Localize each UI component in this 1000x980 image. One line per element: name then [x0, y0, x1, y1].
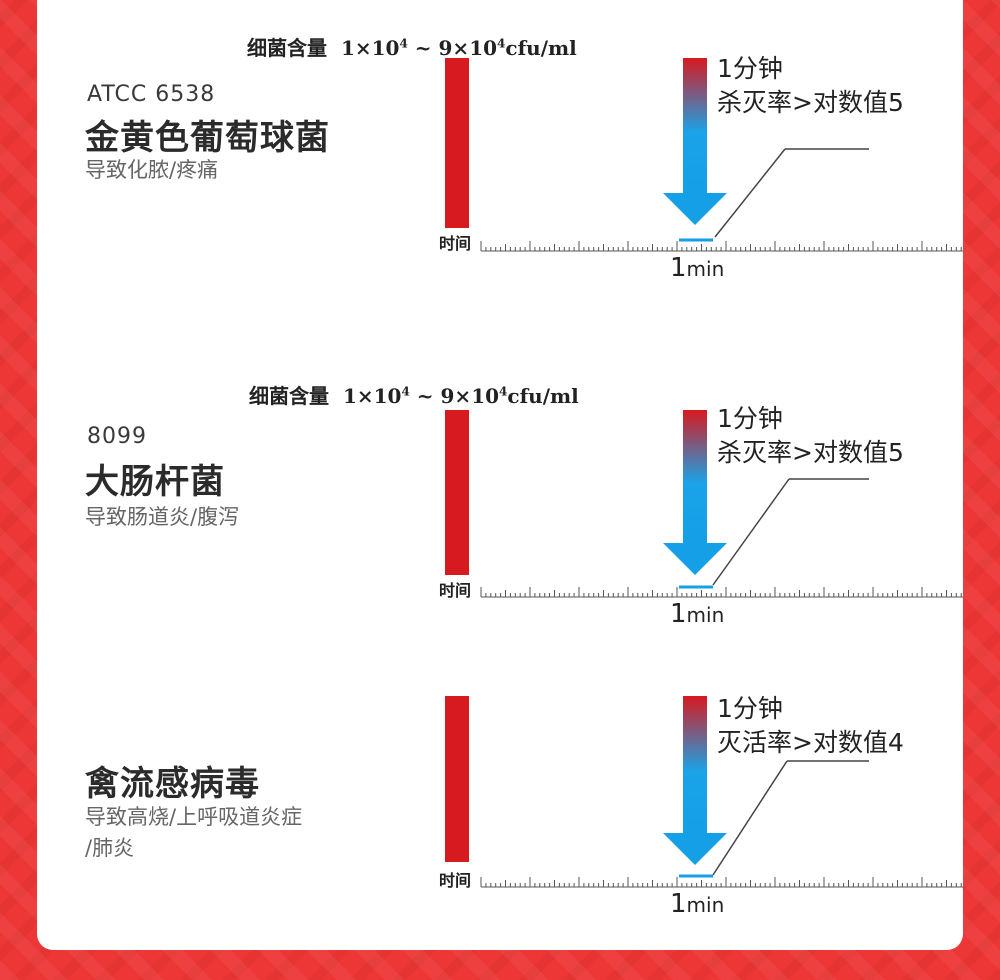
- bacteria-concentration: 细菌含量 1×104 ~ 9×104cfu/ml: [249, 380, 579, 409]
- time-axis-label: 时间: [439, 234, 472, 253]
- time-kill-svg: [445, 58, 963, 252]
- pathogen-name: 禽流感病毒: [85, 764, 260, 804]
- pathogen-effect: 导致高烧/上呼吸道炎症 /肺炎: [85, 805, 303, 860]
- kill-rate-callout: 1分钟 杀灭率>对数值5: [717, 52, 904, 120]
- pathogen-effect: 导致肠道炎/腹泻: [85, 505, 240, 529]
- time-kill-svg: [445, 696, 963, 888]
- concentration-start-exp: 4: [401, 384, 410, 399]
- one-minute-unit: min: [686, 257, 725, 281]
- time-kill-diagram: 时间 1min: [397, 55, 963, 283]
- time-axis: [480, 877, 963, 888]
- concentration-sep: ~: [416, 384, 434, 408]
- arrow-shaft: [683, 58, 707, 193]
- bacteria-concentration: 细菌含量 1×104 ~ 9×104cfu/ml: [247, 32, 577, 61]
- concentration-start-exp: 4: [399, 36, 408, 51]
- section-ecoli: 细菌含量 1×104 ~ 9×104cfu/ml 8099 大肠杆菌 导致肠道炎…: [37, 350, 963, 650]
- time-kill-diagram: 时间 1min: [397, 407, 963, 629]
- callout-leader-line: [712, 478, 790, 586]
- section-avian-flu: 禽流感病毒 导致高烧/上呼吸道炎症 /肺炎 1分钟 灭活率>对数值4: [37, 640, 963, 940]
- arrow-shaft: [683, 696, 707, 833]
- one-minute-label: 1min: [670, 889, 724, 919]
- one-minute-unit: min: [686, 603, 725, 627]
- callout-rate: 杀灭率>对数值5: [717, 88, 904, 117]
- strain-code: ATCC 6538: [87, 82, 216, 107]
- section-staphylococcus: 细菌含量 1×104 ~ 9×104cfu/ml ATCC 6538 金黄色葡萄…: [37, 0, 963, 300]
- concentration-end-exp: 4: [497, 36, 506, 51]
- time-axis-ticks: [480, 241, 962, 251]
- callout-leader-line: [712, 760, 788, 876]
- strain-code: 8099: [87, 424, 147, 449]
- concentration-end-exp: 4: [499, 384, 508, 399]
- callout-time: 1分钟: [717, 694, 783, 723]
- time-axis-label: 时间: [439, 581, 472, 600]
- kill-rate-callout: 1分钟 灭活率>对数值4: [717, 692, 904, 760]
- one-minute-number: 1: [670, 599, 687, 629]
- pathogen-name: 金黄色葡萄球菌: [85, 118, 330, 158]
- concentration-label: 细菌含量: [249, 384, 329, 408]
- callout-rate: 灭活率>对数值4: [717, 728, 904, 757]
- kill-rate-callout: 1分钟 杀灭率>对数值5: [717, 402, 904, 470]
- one-minute-label: 1min: [670, 599, 724, 629]
- initial-bacteria-bar: [445, 410, 469, 575]
- concentration-sep: ~: [414, 36, 432, 60]
- concentration-end-base: 9×10: [438, 36, 498, 60]
- pathogen-name: 大肠杆菌: [85, 462, 225, 502]
- time-axis-label: 时间: [439, 871, 472, 890]
- initial-bacteria-bar: [445, 58, 469, 228]
- callout-time: 1分钟: [717, 54, 783, 83]
- concentration-end-base: 9×10: [440, 384, 500, 408]
- concentration-unit: cfu/ml: [507, 384, 579, 408]
- arrow-shaft: [683, 410, 707, 543]
- concentration-label: 细菌含量: [247, 36, 327, 60]
- time-axis: [480, 587, 963, 598]
- time-axis-ticks: [480, 587, 962, 597]
- down-arrow-head: [663, 833, 727, 865]
- time-axis-ticks: [480, 877, 962, 887]
- content-panel: 细菌含量 1×104 ~ 9×104cfu/ml ATCC 6538 金黄色葡萄…: [37, 0, 963, 950]
- concentration-start-base: 1×10: [342, 384, 402, 408]
- callout-leader-line: [714, 148, 786, 238]
- initial-bacteria-bar: [445, 696, 469, 862]
- concentration-unit: cfu/ml: [505, 36, 577, 60]
- callout-time: 1分钟: [717, 404, 783, 433]
- down-arrow-head: [663, 543, 727, 575]
- callout-rate: 杀灭率>对数值5: [717, 438, 904, 467]
- one-minute-number: 1: [670, 253, 687, 283]
- pathogen-effect: 导致化脓/疼痛: [85, 158, 219, 182]
- one-minute-number: 1: [670, 889, 687, 919]
- one-minute-unit: min: [686, 893, 725, 917]
- time-kill-svg: [445, 410, 963, 598]
- concentration-start-base: 1×10: [340, 36, 400, 60]
- one-minute-label: 1min: [670, 253, 724, 283]
- time-kill-diagram: 时间 1min: [397, 695, 963, 919]
- time-axis: [480, 241, 963, 252]
- down-arrow-head: [663, 193, 727, 225]
